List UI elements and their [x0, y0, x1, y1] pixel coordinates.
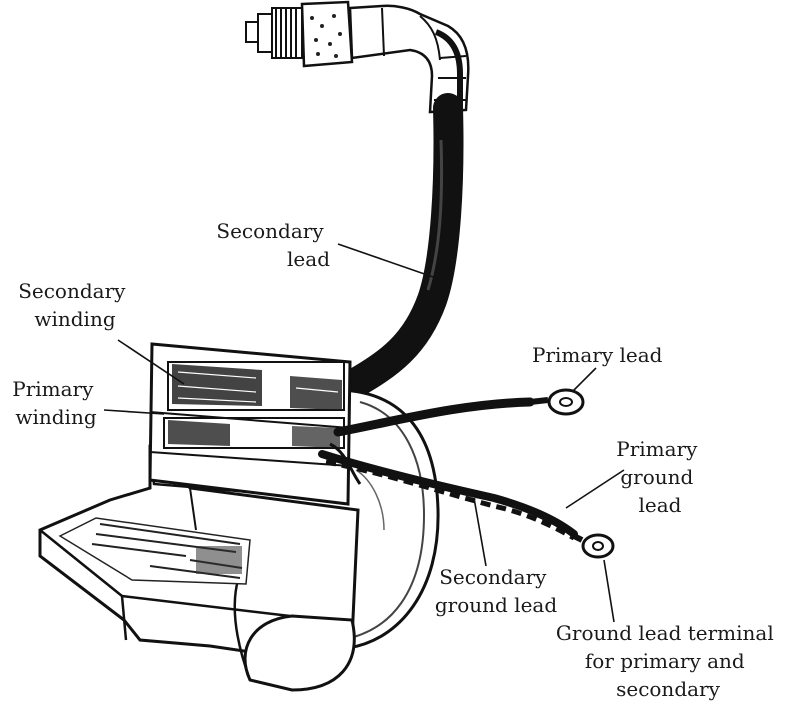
spark-plug: [245, 0, 470, 114]
label-primary-lead: Primary lead: [532, 343, 663, 367]
leader-secondary-ground-lead: [473, 497, 487, 567]
labels: Secondary lead Secondary winding Primary…: [12, 219, 780, 701]
label-secondary-winding: Secondary winding: [18, 279, 132, 331]
leader-lines: [103, 243, 625, 623]
leader-secondary-lead: [337, 243, 437, 279]
secondary-lead-cable: [335, 93, 464, 401]
label-secondary-ground-lead: Secondary ground lead: [435, 565, 557, 617]
label-primary-winding: Primary winding: [12, 377, 100, 429]
ground-lead-wires: [318, 442, 615, 559]
leader-secondary-winding: [117, 339, 185, 385]
label-primary-ground-lead: Primary ground lead: [616, 437, 704, 517]
label-ground-lead-terminal: Ground lead terminal for primary and sec…: [556, 621, 780, 701]
label-secondary-lead: Secondary lead: [216, 219, 330, 271]
leader-primary-lead: [571, 367, 597, 393]
primary-lead-wire: [333, 388, 585, 437]
winding-housing: [148, 342, 352, 506]
leader-primary-ground-lead: [565, 469, 625, 509]
leader-ground-lead-terminal: [603, 559, 615, 623]
leader-primary-winding: [103, 409, 165, 415]
